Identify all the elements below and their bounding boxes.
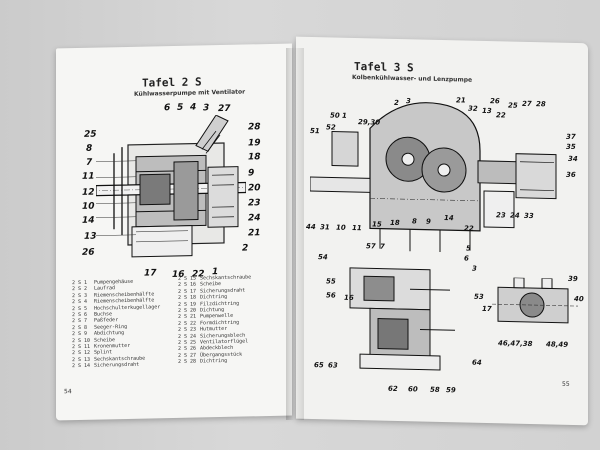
callout: 54 [318,253,328,262]
callout: 4 [190,102,197,113]
callout: 6 [164,103,171,114]
callout: 46,47,38 [498,339,533,349]
callout: 28 [248,122,261,133]
callout: 16 [344,293,354,302]
callout: 58 [430,385,440,394]
callout: 3 [203,103,210,114]
callout: 26 [82,247,95,258]
callout: 24 [248,213,261,224]
callout: 19 [248,138,261,149]
callout: 11 [352,223,362,233]
callout: 56 [326,291,336,300]
open-booklet: Tafel 2 S Kühlwasserpumpe mit Ventilator… [56,36,592,426]
left-page: Tafel 2 S Kühlwasserpumpe mit Ventilator… [56,43,292,421]
callout: 37 [566,132,576,142]
callout: 23 [496,211,506,220]
callout: 20 [248,183,261,194]
callout: 12 [82,187,95,198]
callout: 31 [320,223,330,232]
callout: 44 [306,222,316,232]
page-number: 55 [562,380,570,388]
callout: 32 [468,104,478,113]
callout: 8 [86,143,93,154]
callout: 55 [326,277,336,286]
callout: 2 [242,243,249,254]
callout: 27 [522,99,532,109]
callout: 27 [218,103,231,115]
callout: 65 [314,361,324,370]
callout: 52 [326,123,336,132]
callout: 35 [566,142,576,152]
callout: 8 [412,217,417,226]
callout: 6 [464,254,469,263]
page-number: 54 [64,388,72,396]
right-page: Tafel 3 S Kolbenkühlwasser- und Lenzpump… [296,36,588,426]
callout: 28 [536,100,546,109]
callout: 18 [390,218,400,228]
callout: 23 [248,198,261,209]
callout: 3 [472,264,477,273]
page-subtitle: Kolbenkühlwasser- und Lenzpumpe [352,73,473,84]
callout: 18 [248,152,261,163]
callout: 5 [177,102,184,113]
callout: 25 [508,101,518,110]
page-title: Tafel 3 S [354,60,414,75]
callout: 25 [84,129,97,140]
callout: 10 [336,223,346,232]
callout: 57 [366,242,376,251]
callout: 24 [510,211,520,220]
bilge-pump-drawing [349,267,455,371]
callout: 14 [444,214,454,223]
callout: 17 [482,304,492,314]
callout: 64 [472,358,482,367]
callout: 17 [144,268,157,279]
callout: 3 [406,97,411,106]
callout: 62 [388,384,398,393]
book-gutter [286,48,304,420]
callout: 29,30 [358,118,381,127]
callout: 7 [86,157,93,168]
callout: 1 [342,111,347,120]
piston-cooling-pump-drawing [310,102,557,252]
page-subtitle: Kühlwasserpumpe mit Ventilator [134,88,246,98]
valve-detail-drawing [492,277,578,324]
callout: 21 [248,228,261,239]
callout: 26 [490,97,500,106]
callout: 48,49 [546,340,569,349]
callout: 51 [310,127,320,136]
callout: 9 [248,168,255,179]
callout: 5 [466,244,471,253]
callout: 39 [568,274,578,284]
callout: 10 [82,201,95,212]
callout: 21 [456,96,466,105]
water-pump-drawing [96,114,246,258]
callout: 2 [394,98,399,108]
callout: 63 [328,361,338,370]
page-title: Tafel 2 S [142,75,202,90]
callout: 40 [574,294,584,304]
callout: 22 [496,111,506,120]
callout: 59 [446,386,456,395]
callout: 60 [408,385,418,394]
callout: 14 [82,215,95,226]
callout: 36 [566,170,576,180]
callout: 22 [464,224,474,233]
callout: 33 [524,211,534,221]
callout: 9 [426,217,431,226]
callout: 15 [372,220,382,229]
callout: 11 [82,171,95,182]
callout: 13 [482,106,492,116]
callout: 53 [474,292,484,301]
callout: 13 [84,231,97,242]
callout: 34 [568,154,578,164]
callout: 7 [380,242,385,251]
callout: 50 [330,111,340,120]
